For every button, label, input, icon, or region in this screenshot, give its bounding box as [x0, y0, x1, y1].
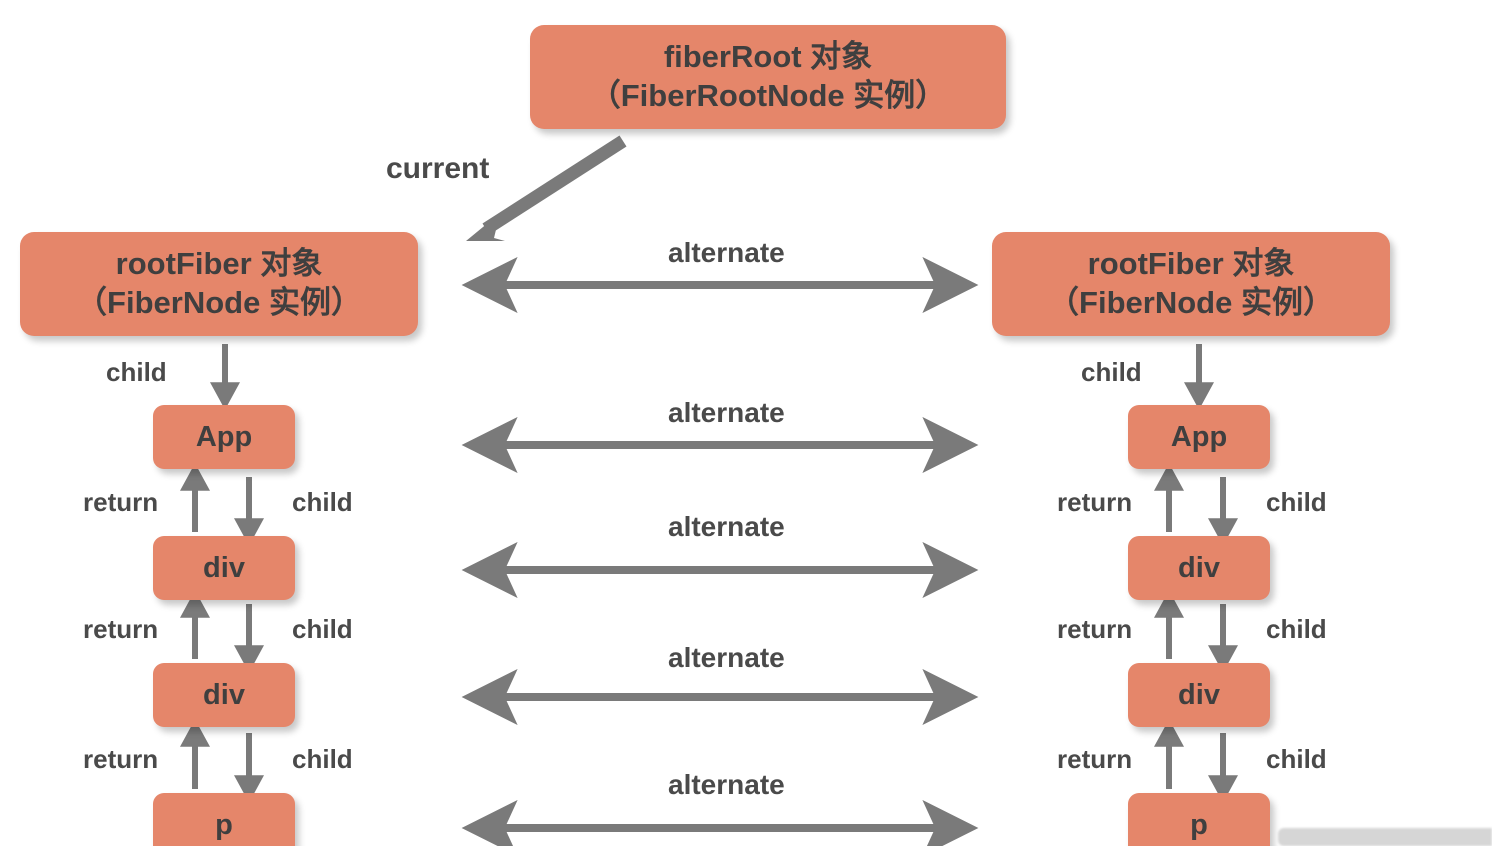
alternate-label-4: alternate	[668, 769, 785, 800]
alternate-label-3: alternate	[668, 642, 785, 673]
right-child-label-root: child	[1081, 357, 1142, 387]
left-return-label-1: return	[83, 614, 159, 644]
right-node-div-1[interactable]: div	[1128, 536, 1270, 600]
current-edge-label: current	[386, 152, 490, 185]
left-child-label-0: child	[292, 487, 353, 517]
bottom-right-gray-bar	[1278, 828, 1492, 846]
left-child-label-2: child	[292, 744, 353, 774]
left-root-fiber-box[interactable]: rootFiber 对象 （FiberNode 实例）	[20, 232, 418, 336]
current-arrow	[466, 135, 627, 241]
right-node-div-2-label: div	[1178, 678, 1220, 711]
left-node-app[interactable]: App	[153, 405, 295, 469]
right-node-p[interactable]: p	[1128, 793, 1270, 846]
right-node-div-1-label: div	[1178, 551, 1220, 584]
right-return-label-1: return	[1057, 614, 1133, 644]
fiber-root-node-label: fiberRoot 对象 （FiberRootNode 实例）	[589, 39, 947, 113]
left-node-app-label: App	[195, 420, 253, 453]
left-node-p[interactable]: p	[153, 793, 295, 846]
right-root-fiber-box[interactable]: rootFiber 对象 （FiberNode 实例）	[992, 232, 1390, 336]
right-return-label-2: return	[1057, 744, 1133, 774]
alternate-label-2: alternate	[668, 511, 785, 542]
alternate-label-0: alternate	[668, 237, 785, 268]
left-return-label-2: return	[83, 744, 159, 774]
left-node-div-1-label: div	[203, 551, 245, 584]
right-node-div-2[interactable]: div	[1128, 663, 1270, 727]
left-node-div-2-label: div	[203, 678, 245, 711]
right-child-label-2: child	[1266, 744, 1327, 774]
right-child-label-0: child	[1266, 487, 1327, 517]
right-node-p-label: p	[1190, 808, 1208, 841]
right-return-label-0: return	[1057, 487, 1133, 517]
right-child-label-1: child	[1266, 614, 1327, 644]
left-return-label-0: return	[83, 487, 159, 517]
alternate-label-1: alternate	[668, 397, 785, 428]
left-root-fiber-label: rootFiber 对象 （FiberNode 实例）	[76, 246, 362, 320]
left-node-div-2[interactable]: div	[153, 663, 295, 727]
left-node-div-1[interactable]: div	[153, 536, 295, 600]
right-root-fiber-label: rootFiber 对象 （FiberNode 实例）	[1048, 246, 1334, 320]
fiber-root-node-box[interactable]: fiberRoot 对象 （FiberRootNode 实例）	[530, 25, 1006, 129]
right-node-app-label: App	[1170, 420, 1228, 453]
right-node-app[interactable]: App	[1128, 405, 1270, 469]
left-child-label-root: child	[106, 357, 167, 387]
left-child-label-1: child	[292, 614, 353, 644]
left-node-p-label: p	[215, 808, 233, 841]
